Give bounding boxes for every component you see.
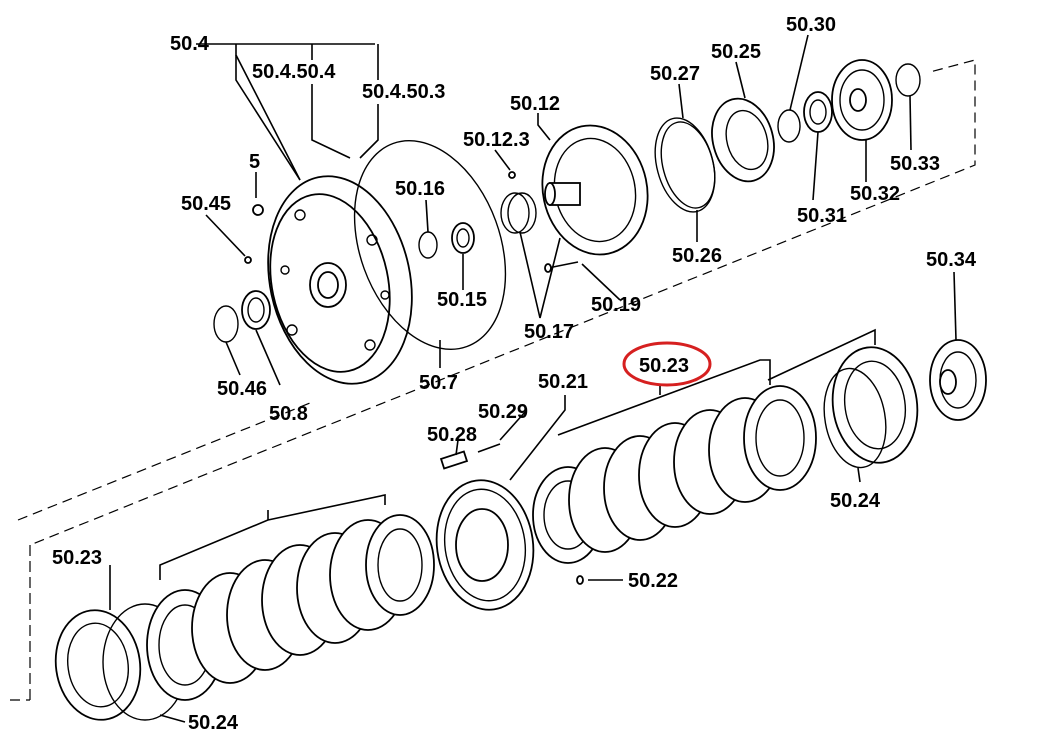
- label-50-24-right: 50.24: [830, 490, 881, 512]
- gear-hub-50-32: [831, 59, 893, 141]
- assembly-boundary-line: [10, 59, 976, 701]
- assembly-boundary-line-upper: [17, 402, 311, 521]
- leader-lines: [109, 34, 957, 723]
- label-50-4: 50.4: [170, 33, 210, 55]
- label-50-23-highlighted: 50.23: [639, 355, 689, 377]
- label-50-46: 50.46: [217, 378, 267, 400]
- label-50-27: 50.27: [650, 63, 700, 85]
- label-50-32: 50.32: [850, 183, 900, 205]
- label-50-34: 50.34: [926, 249, 977, 271]
- label-50-22: 50.22: [628, 570, 678, 592]
- label-50-21: 50.21: [538, 371, 588, 393]
- label-50-24-bottom: 50.24: [188, 712, 239, 734]
- seal-ring-50-7: [353, 140, 507, 350]
- spring-50-28: [439, 450, 469, 470]
- label-50-29: 50.29: [478, 401, 528, 423]
- part-labels: 50.4 50.4.50.4 50.4.50.3 5 50.45 50.16 5…: [52, 14, 977, 734]
- label-50-8: 50.8: [269, 403, 308, 425]
- bearing-50-31: [803, 91, 833, 133]
- seal-rings-50-17: [500, 192, 537, 234]
- label-5: 5: [249, 151, 260, 173]
- bushing-50-15: [451, 222, 475, 254]
- label-50-28: 50.28: [427, 424, 477, 446]
- snap-ring-50-46: [213, 305, 239, 343]
- snap-ring-50-24-right: [823, 367, 887, 469]
- screw-50-12-3: [508, 171, 516, 179]
- stator-shaft-50-12: [541, 124, 649, 256]
- clutch-pack-left: [54, 514, 435, 721]
- o-ring-50-16: [418, 231, 438, 259]
- screw-50-22: [576, 575, 584, 585]
- pin-50-29: [477, 443, 501, 453]
- label-50-30: 50.30: [786, 14, 836, 36]
- label-50-17: 50.17: [524, 321, 574, 343]
- seal-50-30: [777, 109, 801, 143]
- seal-50-8: [241, 290, 271, 330]
- piston-50-25: [711, 97, 775, 183]
- label-50-23-left: 50.23: [52, 547, 102, 569]
- clutch-pack-right: [532, 385, 817, 564]
- pump-housing-50-4: [267, 175, 413, 385]
- label-50-12-3: 50.12.3: [463, 129, 530, 151]
- highlight-circle: [622, 341, 712, 387]
- label-50-26: 50.26: [672, 245, 722, 267]
- snap-ring-50-33: [895, 63, 921, 97]
- label-50-7: 50.7: [419, 372, 458, 394]
- hub-50-34: [929, 339, 987, 421]
- ring-gear-50-21: [435, 479, 535, 611]
- label-50-45: 50.45: [181, 193, 231, 215]
- label-50-15: 50.15: [437, 289, 487, 311]
- label-50-16: 50.16: [395, 178, 445, 200]
- pressure-plate-50-23-right: [831, 346, 919, 464]
- label-50-4-50-3: 50.4.50.3: [362, 81, 445, 103]
- label-50-4-50-4: 50.4.50.4: [252, 61, 336, 83]
- bolt-50-19: [544, 261, 579, 273]
- label-50-25: 50.25: [711, 41, 761, 63]
- label-50-12: 50.12: [510, 93, 560, 115]
- label-50-31: 50.31: [797, 205, 847, 227]
- label-50-33: 50.33: [890, 153, 940, 175]
- bolt-5: [252, 204, 264, 216]
- label-50-19: 50.19: [591, 294, 641, 316]
- plug-50-45: [244, 256, 252, 264]
